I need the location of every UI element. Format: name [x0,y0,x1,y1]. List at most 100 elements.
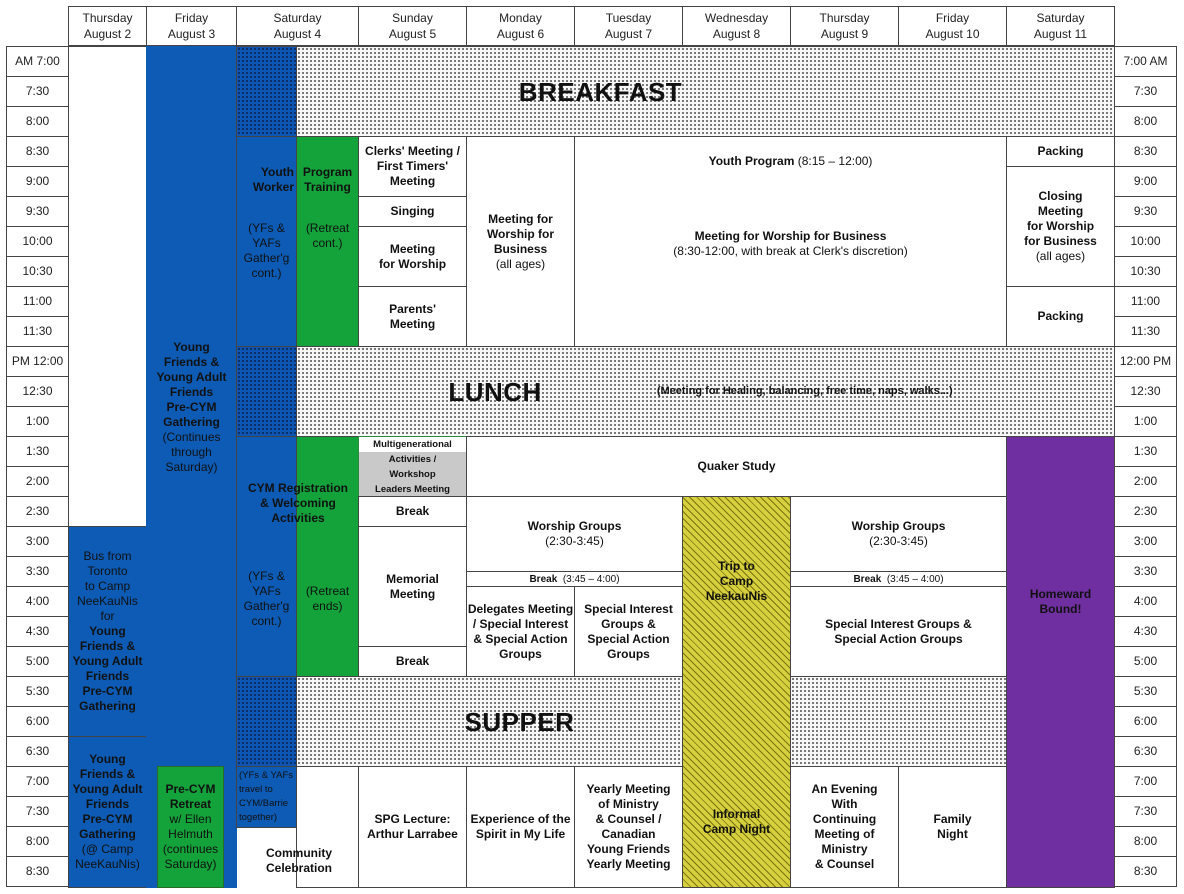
fri3-retreat-line: Helmuth [168,827,213,841]
sat11-packing-label: Packing [1037,144,1084,158]
sat11-closing-line: for Worship [1026,219,1095,233]
sat11-homeward-bound: Homeward Bound! [1006,436,1115,888]
worship-groups-right: Worship Groups (2:30-3:45) [790,496,1007,572]
time-label-right: 5:30 [1114,676,1177,707]
sun5-multigen-line: Multigenerational [359,437,466,452]
sat4-youth-worker-block: Youth Worker (YFs & YAFs Gather'g cont.) [236,136,297,347]
sat4-travel-block: (YFs & YAFs travel to CYM/Barrie togethe… [236,766,297,828]
time-label-left: 9:00 [6,166,69,197]
thu2-eve-line: (@ Camp [81,842,134,856]
sat4-cym-registration: CYM Registration & Welcoming Activities [238,480,358,526]
sun5-mfw-line: for Worship [378,256,447,271]
lunch-note: (Meeting for Healing, balancing, free ti… [656,385,953,397]
sun5-break-label: Break [395,654,430,668]
wed8-trip-line: Camp [719,574,754,588]
sun5-memorial-line: Meeting [389,586,436,601]
thu9-evening-line: & Counsel [814,857,875,871]
thu2-eve-line: Friends [85,797,130,811]
fri3-gathering-line: Gathering [163,414,220,429]
break-bar-label: Break [529,573,558,585]
mon6-delegates-meeting: Delegates Meeting / Special Interest & S… [466,586,575,677]
sun5-clerks-line: Clerks' Meeting / [365,144,460,158]
time-label-right: 7:30 [1114,76,1177,107]
time-label-right: 12:00 PM [1114,346,1177,377]
sat11-closing-line: Closing [1038,189,1083,203]
tue7-sig-line: Special Interest [584,601,673,616]
sun5-mfw-line: Meeting [389,241,436,256]
time-label-left: 3:30 [6,556,69,587]
time-label-left: 10:30 [6,256,69,287]
worship-groups-time: (2:30-3:45) [545,534,604,548]
sat4-cym-right-block: (Retreat ends) [296,436,359,677]
sat4-retreat-ends-line: ends) [312,598,343,613]
fri10-family-line: Family [933,812,972,826]
sun5-break-label: Break [395,504,430,518]
break-bar-left: Break (3:45 – 4:00) [466,571,683,587]
time-label-right: 2:00 [1114,466,1177,497]
fri3-retreat-line: (continues [162,842,219,856]
sat11-homeward-line: Homeward [1029,587,1092,601]
sat4-program-training-line: Program [302,165,353,179]
tue7-sig-line: Groups & [601,616,656,631]
sat4-yf-gather2-line: (YFs & [248,568,285,583]
time-label-right: 3:30 [1114,556,1177,587]
fri3-gathering-block: Young Friends & Young Adult Friends Pre-… [146,46,237,888]
time-label-left: 8:00 [6,826,69,857]
quaker-study-label: Quaker Study [697,459,776,473]
sun5-multigen-line: Workshop [389,468,436,480]
fri3-gathering-line: through [171,444,212,459]
thu2-bus-line: Young Adult [72,654,143,668]
sat11-closing-meeting: Closing Meeting for Worship for Business… [1006,166,1115,287]
mon6-delegates-line: Groups [499,646,542,661]
time-label-right: 10:00 [1114,226,1177,257]
time-label-right: 6:30 [1114,736,1177,767]
thu2-empty [68,46,147,527]
sat4-yf-gather2-line: Gather'g [243,598,290,613]
thu9-evening-line: Ministry [821,842,868,856]
time-label-left: 6:30 [6,736,69,767]
sat11-closing-line: for Business [1024,234,1097,248]
sat4-yf-gather-line: YAFs [252,236,281,250]
sat11-homeward-line: Bound! [1039,602,1082,616]
sat11-packing-label: Packing [1037,309,1084,323]
sat4-travel-line: (YFs & YAFs [239,770,294,781]
time-label-left: 7:00 [6,766,69,797]
tue7-yearly-line: of Ministry [598,797,659,811]
mon6-delegates-line: & Special Action [473,631,568,646]
tue7-yearly-line: Young Friends [586,842,671,856]
sat4-cym-line: & Welcoming [260,495,336,510]
mon6-experience-spirit: Experience of the Spirit in My Life [466,766,575,888]
supper-label: SUPPER [464,706,575,737]
tue7-yearly-line: Yearly Meeting [586,857,671,871]
thu2-eve-line: Gathering [79,827,136,841]
mon6-meeting-for-worship-business: Meeting for Worship for Business (all ag… [466,136,575,347]
tue7-sig-line: Special Action [587,631,670,646]
sun5-parents-line: Meeting [389,316,436,331]
wed8-informal-line: Camp Night [702,822,771,836]
sat4-travel-line: travel to [239,784,273,795]
thu2-bus-line: Friends [85,669,130,683]
sat4-program-training-line: Training [304,180,351,194]
time-label-left: 9:30 [6,196,69,227]
sun5-multigen-grey: Activities / Workshop Leaders Meeting [359,451,466,496]
time-label-left: 2:30 [6,496,69,527]
sat4-youth-worker-line: Worker [252,180,294,194]
sat11-packing-2: Packing [1006,286,1115,347]
break-bar-r-time: (3:45 – 4:00) [886,573,944,585]
mon6-mfwb-line: Meeting for [488,211,553,226]
tue7-special-interest: Special Interest Groups & Special Action… [574,586,683,677]
sun5-memorial-line: Memorial [386,571,439,586]
thu2-eve-line: Pre-CYM [82,812,133,826]
thu2-bus-line: Young [89,624,126,638]
sat4-yf-gather-line: Gather'g [243,251,290,265]
thu2-eve-line: NeeKauNis) [75,857,140,871]
time-label-right: 12:30 [1114,376,1177,407]
youth-program-label: Youth Program [708,154,795,168]
time-label-right: 11:30 [1114,316,1177,347]
mon6-mfwb-line: Worship for [486,226,555,241]
sat4-breakfast-band [236,46,297,137]
time-label-left: 5:00 [6,646,69,677]
mon6-delegates-line: / Special Interest [472,616,569,631]
fri3-gathering-line: Saturday) [165,459,218,474]
